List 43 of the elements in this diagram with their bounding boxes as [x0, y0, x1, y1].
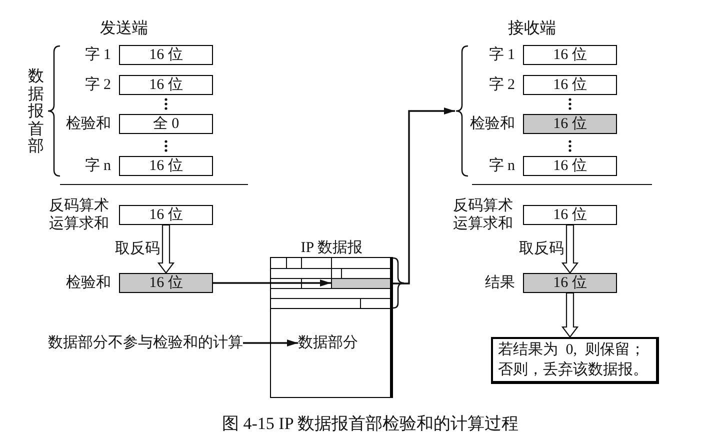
row-label: 检验和 [470, 114, 515, 134]
leader-arrow [243, 340, 298, 346]
word-box: 16 位 [119, 75, 213, 95]
row-label: 结果 [485, 274, 515, 293]
word-box: 16 位 [523, 45, 617, 65]
header-fields [271, 258, 390, 309]
row-label: 字 n [488, 156, 515, 176]
result-box: 16 位 [523, 273, 617, 293]
checksum-box: 16 位 [119, 273, 213, 293]
word-box: 16 位 [523, 156, 617, 176]
ip-datagram [270, 238, 393, 398]
row-label: 检验和 [66, 274, 111, 293]
vertical-label: 数据报首部 [28, 68, 44, 156]
row-label: 检验和 [66, 114, 111, 134]
word-box: 16 位 [119, 45, 213, 65]
edge-label: 取反码 [519, 240, 564, 258]
hollow-arrow [157, 224, 175, 274]
edge-label: 取反码 [115, 240, 160, 258]
row-label: 字 1 [488, 45, 515, 65]
word-box: 16 位 [119, 156, 213, 176]
figure-caption: 图 4-15 IP 数据报首部检验和的计算过程 [222, 413, 518, 435]
checksum-box: 全 0 [119, 114, 213, 134]
result-note-box: 若结果为 0, 则保留；否则，丢弃该数据报。 [491, 337, 659, 384]
row-label: 字 2 [84, 75, 111, 95]
row-label: 字 n [84, 156, 111, 176]
sum-box: 16 位 [119, 205, 213, 225]
section-label: 数据部分 [298, 334, 358, 352]
curly-brace [455, 45, 468, 177]
row-label: 字 2 [488, 75, 515, 95]
arrow [213, 280, 331, 286]
row-label: 反码算术运算求和 [453, 197, 514, 233]
hollow-arrow [561, 292, 579, 338]
annotation-text: 数据部分不参与检验和的计算 [48, 334, 243, 352]
datagram-title: IP 数据报 [300, 238, 362, 256]
column-heading: 发送端 [100, 19, 148, 39]
arrow [390, 108, 455, 284]
hollow-arrow [561, 224, 579, 274]
checksum-box: 16 位 [523, 114, 617, 134]
word-box: 16 位 [523, 75, 617, 95]
row-label: 字 1 [84, 45, 111, 65]
column-heading: 接收端 [508, 19, 556, 39]
row-label: 反码算术运算求和 [49, 197, 110, 233]
sum-box: 16 位 [523, 205, 617, 225]
